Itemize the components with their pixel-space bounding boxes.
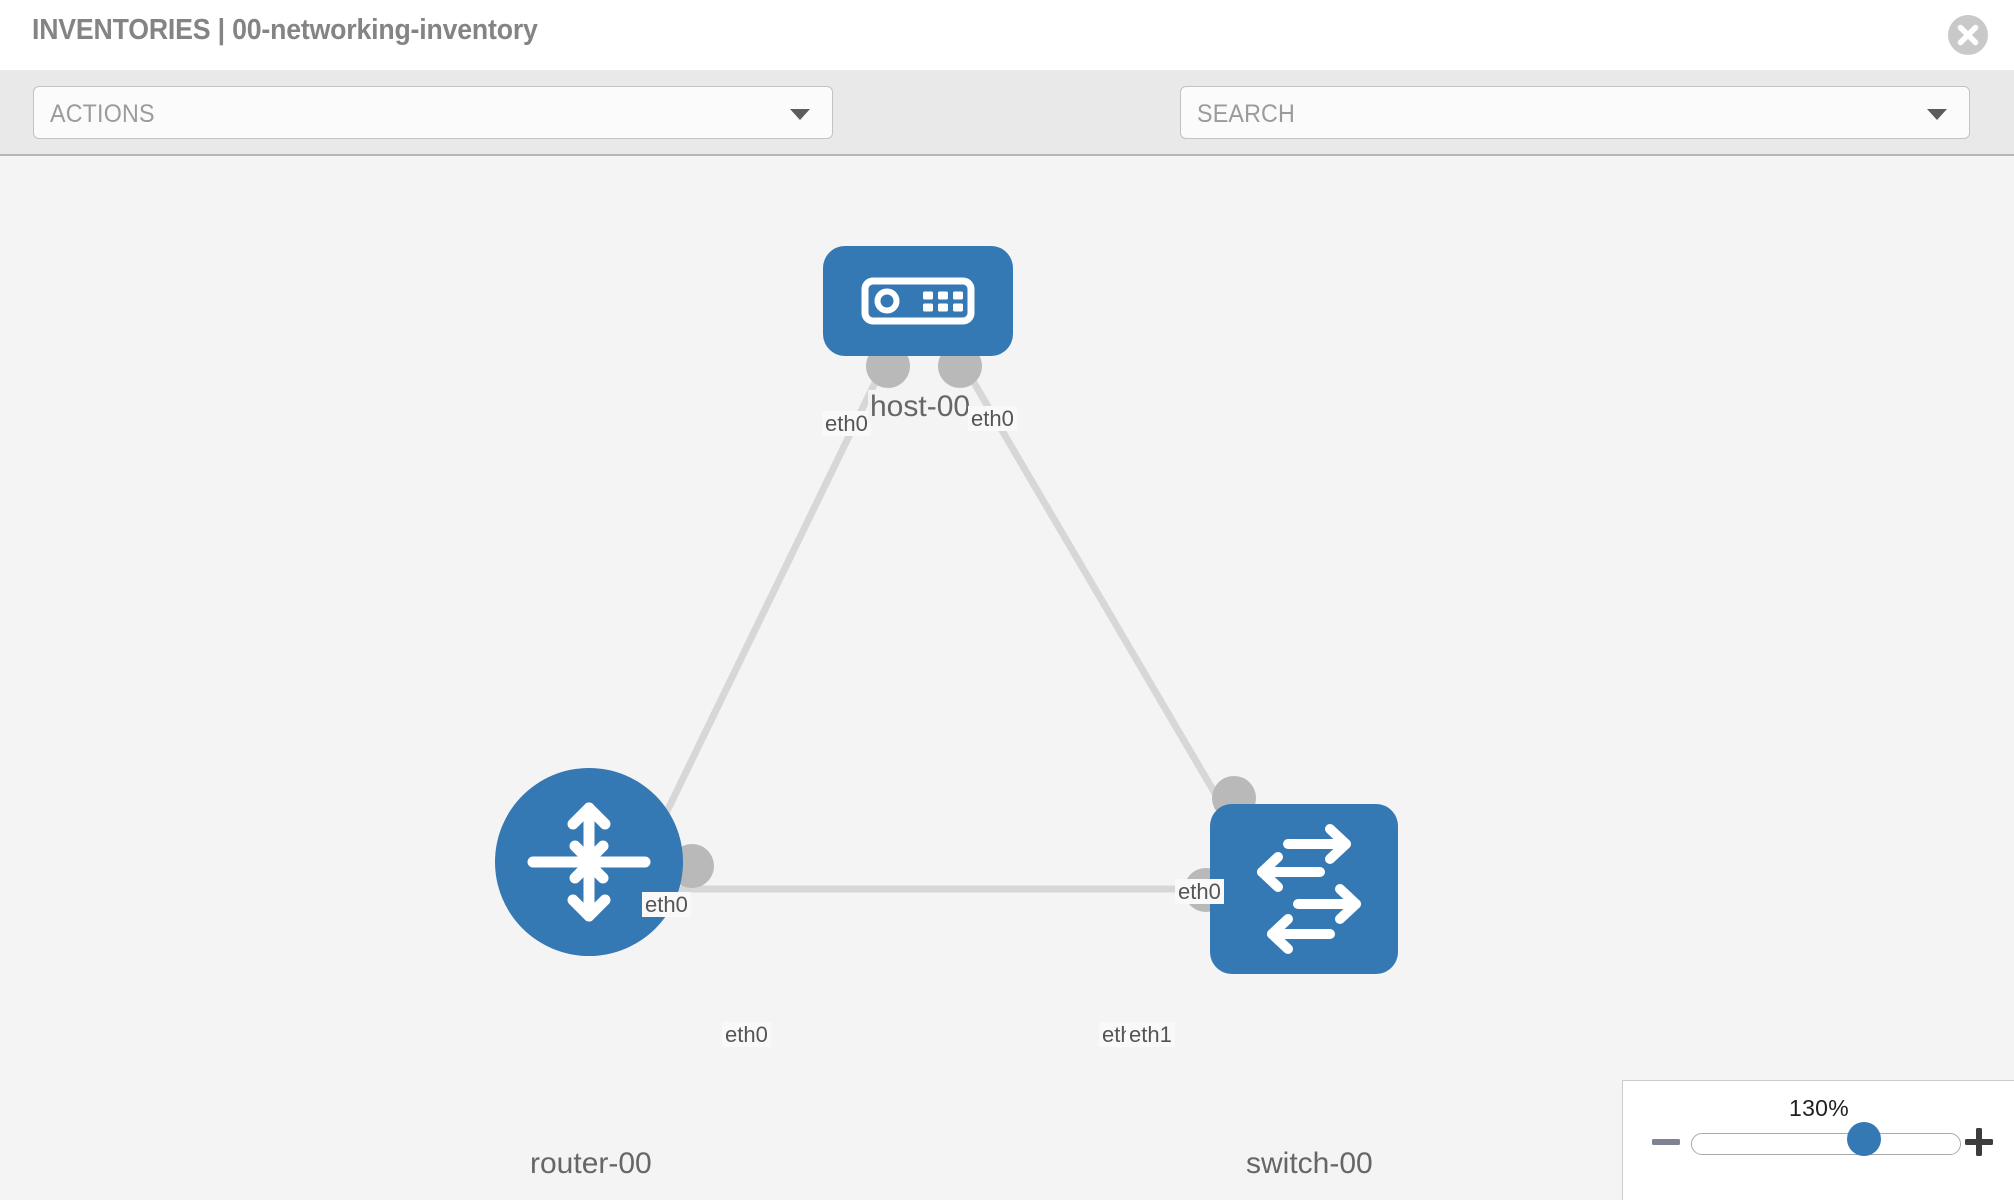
- plus-icon[interactable]: [1962, 1125, 1996, 1159]
- link-host-router: [651, 362, 888, 838]
- node-label-host-00: host-00: [868, 390, 973, 423]
- node-label-switch-00: switch-00: [1244, 1147, 1375, 1180]
- router-icon: [495, 768, 683, 961]
- zoom-control-panel: 130%: [1622, 1080, 2014, 1200]
- port-label-router-right: eth0: [722, 1022, 771, 1048]
- port-label-host-right: eth0: [968, 406, 1017, 432]
- search-input[interactable]: SEARCH: [1180, 86, 1970, 139]
- topology-canvas[interactable]: eth0 host-00 eth0: [0, 156, 2014, 1200]
- close-icon[interactable]: [1948, 15, 1988, 55]
- port-label-host-left: eth0: [822, 411, 871, 437]
- toolbar: ACTIONS SEARCH: [0, 70, 2014, 202]
- port-label-router-upper: eth0: [642, 892, 691, 918]
- page-title: INVENTORIES | 00-networking-inventory: [32, 14, 538, 46]
- switch-icon: [1210, 804, 1398, 979]
- node-switch-00-shape: [1210, 804, 1398, 974]
- actions-dropdown[interactable]: ACTIONS: [33, 86, 833, 139]
- zoom-slider-track[interactable]: [1691, 1133, 1961, 1155]
- port-label-switch-upper: eth0: [1175, 879, 1224, 905]
- link-host-switch: [959, 362, 1244, 838]
- port-label-switch-left: eth1: [1126, 1022, 1175, 1048]
- node-label-router-00: router-00: [528, 1147, 654, 1180]
- minus-icon[interactable]: [1649, 1125, 1683, 1159]
- node-host-00-shape: [823, 246, 1013, 356]
- server-icon: [823, 246, 1013, 361]
- actions-dropdown-label: ACTIONS: [50, 100, 155, 128]
- chevron-down-icon: [1927, 109, 1947, 120]
- chevron-down-icon: [790, 109, 810, 120]
- zoom-level-value: 130%: [1788, 1095, 1850, 1121]
- zoom-slider-thumb[interactable]: [1847, 1122, 1881, 1156]
- topology-links: [651, 362, 1244, 893]
- search-placeholder: SEARCH: [1197, 100, 1296, 128]
- page-header: INVENTORIES | 00-networking-inventory: [0, 0, 2014, 70]
